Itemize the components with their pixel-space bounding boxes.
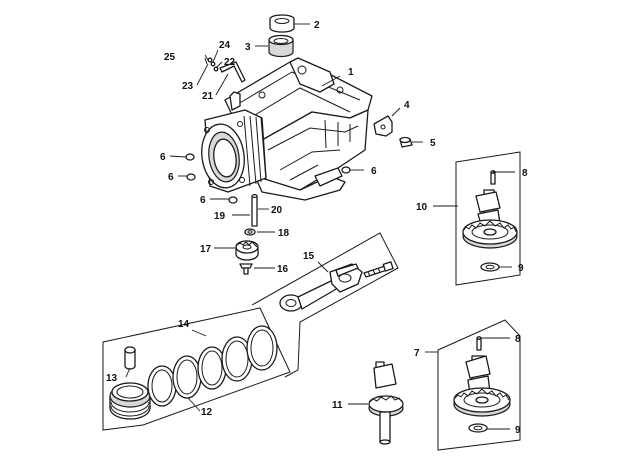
callout-11: 11 [332, 400, 343, 411]
callout-8-a: 8 [522, 168, 528, 179]
callout-3: 3 [245, 42, 251, 53]
callout-labels: 1 2 3 4 5 6 6 6 6 7 8 8 9 9 10 11 12 13 … [106, 20, 528, 436]
callout-25: 25 [164, 52, 176, 63]
callout-22: 22 [224, 57, 236, 68]
leader-lines [125, 23, 515, 430]
callout-5: 5 [430, 138, 436, 149]
camshaft-frame-upper [455, 151, 521, 286]
callout-6-b: 6 [168, 172, 174, 183]
washer-part [244, 228, 256, 236]
connecting-rod-part [279, 261, 394, 312]
camshaft-part-lower [453, 336, 511, 417]
callout-16: 16 [277, 264, 289, 275]
callout-8-b: 8 [515, 334, 521, 345]
screw-part [239, 263, 253, 275]
callout-23: 23 [182, 81, 194, 92]
callout-10: 10 [416, 202, 428, 213]
callout-1: 1 [348, 67, 354, 78]
oil-seal-part [269, 14, 295, 33]
callout-9-a: 9 [518, 263, 524, 274]
callout-9-b: 9 [515, 425, 521, 436]
callout-15: 15 [303, 251, 315, 262]
camshaft-part-upper [462, 170, 518, 249]
bolt-part [399, 136, 413, 148]
callout-24: 24 [219, 40, 231, 51]
piston-rings-part [147, 325, 278, 407]
crankshaft-part [368, 361, 404, 445]
callout-13: 13 [106, 373, 118, 384]
crankcase-part [201, 57, 373, 201]
callout-7: 7 [414, 348, 420, 359]
piston-part [109, 382, 151, 420]
washer-part-lower [468, 423, 488, 433]
callout-19: 19 [214, 211, 226, 222]
callout-21: 21 [202, 91, 214, 102]
washer-part-upper [480, 262, 500, 272]
governor-gear-part [235, 240, 259, 261]
bearing-part [268, 34, 294, 58]
connecting-rod-frame [251, 232, 399, 378]
callout-12: 12 [201, 407, 213, 418]
breather-hardware-parts [204, 57, 246, 83]
callout-6-c: 6 [200, 195, 206, 206]
camshaft-frame-lower [437, 319, 521, 451]
callout-17: 17 [200, 244, 212, 255]
callout-4: 4 [404, 100, 410, 111]
callout-2: 2 [314, 20, 320, 31]
callout-6-a: 6 [160, 152, 166, 163]
callout-18: 18 [278, 228, 290, 239]
piston-frame [102, 307, 291, 431]
bracket-part [373, 115, 393, 137]
governor-shaft-part [251, 193, 258, 227]
callout-14: 14 [178, 319, 190, 330]
piston-pin-part [124, 346, 136, 370]
callout-20: 20 [271, 205, 283, 216]
callout-6-d: 6 [371, 166, 377, 177]
